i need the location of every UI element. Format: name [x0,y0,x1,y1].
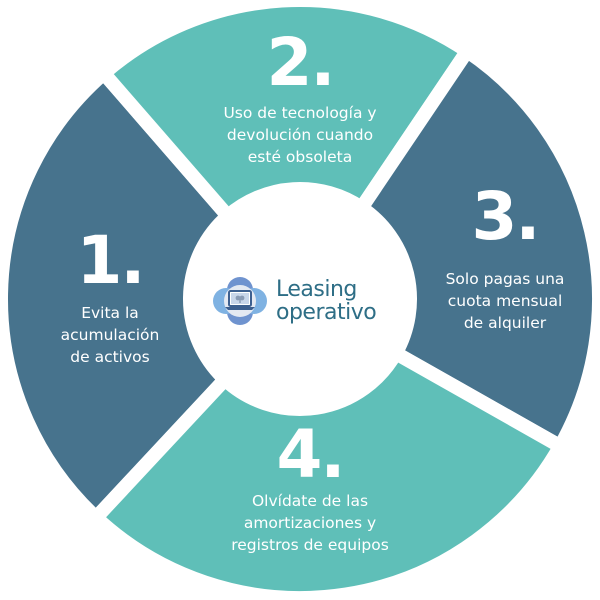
segment-3: 3. Solo pagas una cuota mensual de alqui… [420,184,590,334]
segment-4-number: 4. [276,416,346,493]
segment-3-text-line: de alquiler [463,314,547,332]
leasing-operativo-logo: Leasing operativo [212,276,392,326]
segment-3-text-line: Solo pagas una [445,270,565,288]
logo-title-line2: operativo [276,300,377,325]
segment-1-text-line: Evita la [81,304,139,322]
center-circle [190,189,410,409]
segment-1: 1. Evita la acumulación de activos [20,228,200,368]
segment-3-text-line: cuota mensual [447,292,563,310]
segment-4-text-line: registros de equipos [231,536,389,554]
segment-2-text-line: Uso de tecnología y [223,104,377,122]
segment-3-number: 3. [471,178,541,255]
segment-4: 4. Olvídate de las amortizaciones y regi… [190,422,430,556]
laptop-cloud-icon [213,277,267,325]
logo-title-line1: Leasing [276,277,357,302]
segment-1-text-line: de activos [70,348,150,366]
segment-2: 2. Uso de tecnología y devolución cuando… [180,30,420,168]
segment-2-number: 2. [266,24,336,101]
segment-1-number: 1. [76,222,146,299]
segment-4-text-line: Olvídate de las [251,492,369,510]
segment-2-text-line: devolución cuando [226,126,374,144]
segment-1-text-line: acumulación [60,326,160,344]
segment-4-text-line: amortizaciones y [243,514,377,532]
segment-2-text-line: esté obsoleta [247,148,353,166]
